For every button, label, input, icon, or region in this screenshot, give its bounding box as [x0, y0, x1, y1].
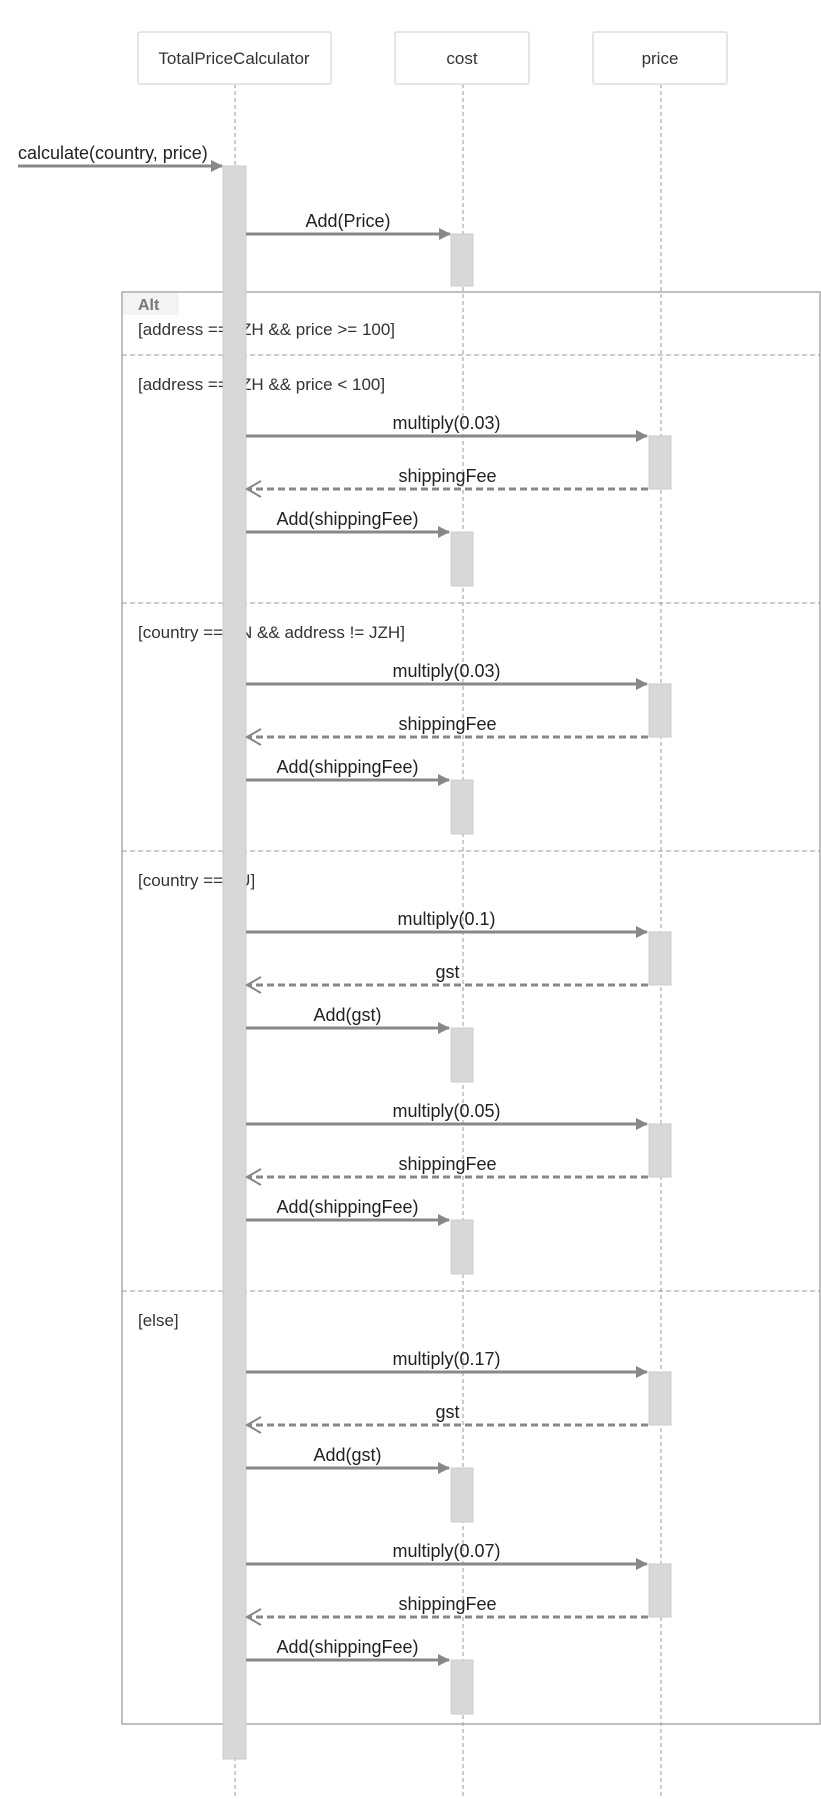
return-arrowhead [244, 1416, 262, 1434]
message-call: multiply(0.17) [246, 1349, 648, 1378]
activation-cost [450, 1467, 474, 1523]
message-label: shippingFee [398, 714, 496, 734]
message-label: multiply(0.05) [392, 1101, 500, 1121]
activation-cost [450, 1659, 474, 1715]
participant-cost: cost [394, 31, 530, 85]
message-label: Add(shippingFee) [276, 757, 418, 777]
message-initial: Add(Price) [246, 211, 451, 240]
activation-price [648, 435, 672, 490]
participant-label: TotalPriceCalculator [158, 49, 310, 68]
return-arrowhead [244, 728, 262, 746]
message-label: Add(gst) [313, 1445, 381, 1465]
participant-label: cost [446, 49, 477, 68]
messages: multiply(0.03)shippingFeeAdd(shippingFee… [244, 413, 648, 1666]
message-label: multiply(0.1) [397, 909, 495, 929]
message-label: multiply(0.03) [392, 413, 500, 433]
activation-cost [450, 1219, 474, 1275]
activation-price [648, 1563, 672, 1618]
message-return: gst [244, 1402, 648, 1434]
message-label: shippingFee [398, 466, 496, 486]
message-label: Add(Price) [305, 211, 390, 231]
message-label: shippingFee [398, 1594, 496, 1614]
activation-price [648, 931, 672, 986]
message-label: Add(shippingFee) [276, 1197, 418, 1217]
message-label: multiply(0.07) [392, 1541, 500, 1561]
message-label: gst [435, 1402, 459, 1422]
guard-condition: [country == CN && address != JZH] [138, 623, 405, 642]
message-label: Add(gst) [313, 1005, 381, 1025]
message-label: multiply(0.17) [392, 1349, 500, 1369]
guard-condition: [address == JZH && price >= 100] [138, 320, 395, 339]
alt-frame-tag-box [123, 293, 179, 315]
alt-frame-tag: Alt [138, 297, 160, 314]
activation-cost [450, 779, 474, 835]
message-label: Add(shippingFee) [276, 509, 418, 529]
message-call: Add(gst) [246, 1445, 450, 1474]
participant-price: price [592, 31, 728, 85]
message-label: multiply(0.03) [392, 661, 500, 681]
participant-label: price [642, 49, 679, 68]
guard-condition: [else] [138, 1311, 179, 1330]
message-call: multiply(0.03) [246, 413, 648, 442]
activation-price [648, 1123, 672, 1178]
activation-cost [450, 531, 474, 587]
message-call: Add(shippingFee) [246, 757, 450, 786]
activation-price [648, 683, 672, 738]
alt-frame: Alt [address == JZH && price >= 100] [ad… [121, 291, 821, 1725]
activations [222, 165, 672, 1760]
activation-cost [450, 1027, 474, 1083]
return-arrowhead [244, 480, 262, 498]
message-entry: calculate(country, price) [18, 143, 223, 172]
activation-price [648, 1371, 672, 1426]
message-call: multiply(0.03) [246, 661, 648, 690]
message-call: Add(gst) [246, 1005, 450, 1034]
guard-condition: [address == JZH && price < 100] [138, 375, 385, 394]
activation-cost [450, 233, 474, 287]
message-return: shippingFee [244, 714, 648, 746]
message-call: multiply(0.05) [246, 1101, 648, 1130]
message-return: shippingFee [244, 1594, 648, 1626]
message-call: multiply(0.1) [246, 909, 648, 938]
message-label: shippingFee [398, 1154, 496, 1174]
message-call: multiply(0.07) [246, 1541, 648, 1570]
participant-calc: TotalPriceCalculator [137, 31, 332, 85]
return-arrowhead [244, 976, 262, 994]
message-call: Add(shippingFee) [246, 1197, 450, 1226]
message-return: shippingFee [244, 1154, 648, 1186]
return-arrowhead [244, 1608, 262, 1626]
message-label: gst [435, 962, 459, 982]
message-label: Add(shippingFee) [276, 1637, 418, 1657]
message-label: calculate(country, price) [18, 143, 208, 163]
message-return: gst [244, 962, 648, 994]
return-arrowhead [244, 1168, 262, 1186]
message-call: Add(shippingFee) [246, 1637, 450, 1666]
message-call: Add(shippingFee) [246, 509, 450, 538]
message-return: shippingFee [244, 466, 648, 498]
activation-calc [222, 165, 247, 1760]
